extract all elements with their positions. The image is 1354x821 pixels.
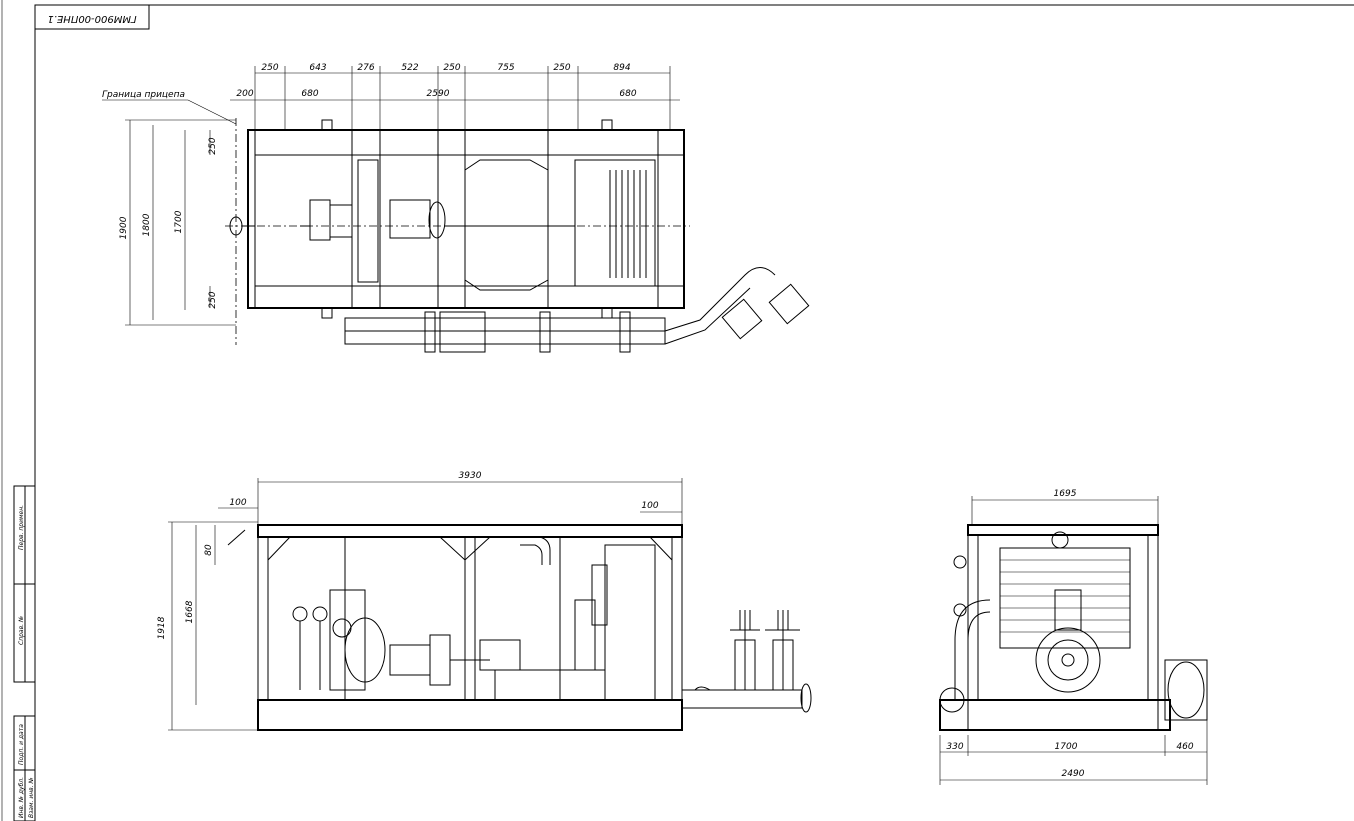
dim-2590: 2590: [427, 89, 450, 99]
dim-1800: 1800: [142, 213, 152, 236]
dim-894: 894: [613, 63, 630, 73]
end-view: 1695 330 1700 460 2490: [939, 489, 1208, 785]
dim-680-b: 680: [619, 89, 636, 99]
dim-1700-end: 1700: [1055, 742, 1078, 752]
dim-330: 330: [946, 742, 963, 752]
side-label-1: Перв. примен.: [18, 505, 25, 550]
dim-250-a: 250: [261, 63, 278, 73]
dim-100-right: 100: [641, 501, 658, 511]
top-left-dims: 1900 1800 1700 250 250: [119, 119, 236, 326]
dim-680-a: 680: [301, 89, 318, 99]
dim-3930: 3930: [459, 471, 482, 481]
radiator-grille: [609, 170, 647, 278]
dim-80: 80: [204, 544, 214, 556]
front-view: 3930 100 100 1918 1668 80: [157, 471, 812, 731]
side-label-4: Инв. № дубл.: [18, 777, 25, 818]
dim-1668: 1668: [185, 600, 195, 623]
dim-522: 522: [401, 63, 418, 73]
dim-200: 200: [236, 89, 253, 99]
end-radiator-grille: [1000, 559, 1130, 633]
side-label-2: Справ. №: [18, 616, 25, 645]
dim-250-b: 250: [443, 63, 460, 73]
dim-460: 460: [1176, 742, 1193, 752]
dim-1700: 1700: [174, 210, 184, 233]
dim-250-bottom: 250: [208, 291, 218, 308]
trailer-boundary-label: Граница прицепа: [102, 90, 185, 100]
top-dim-row1: 250 643 276 522 250 755 250 894: [254, 63, 671, 130]
dim-1918: 1918: [157, 616, 167, 639]
drawing-code-stamp: ГММ900-00ПНЕ.1: [34, 4, 150, 30]
dim-2490: 2490: [1062, 769, 1085, 779]
side-stamp-strip: Перв. примен. Справ. № Подп. и дата Инв.…: [13, 485, 36, 821]
dim-100-left: 100: [229, 498, 246, 508]
dim-755: 755: [497, 63, 514, 73]
dim-250-top: 250: [208, 137, 218, 154]
side-label-5: Взам. инв. №: [28, 777, 35, 818]
drawing-code: ГММ900-00ПНЕ.1: [47, 13, 136, 24]
dim-250-c: 250: [553, 63, 570, 73]
dim-276: 276: [357, 63, 374, 73]
dim-1900: 1900: [119, 216, 129, 239]
side-label-3: Подп. и дата: [18, 724, 25, 765]
top-view: 250 643 276 522 250 755 250 894 200 680 …: [102, 63, 810, 353]
dim-643: 643: [309, 63, 326, 73]
top-dim-row2: 200 680 2590 680: [230, 89, 680, 101]
dim-1695: 1695: [1054, 489, 1077, 499]
